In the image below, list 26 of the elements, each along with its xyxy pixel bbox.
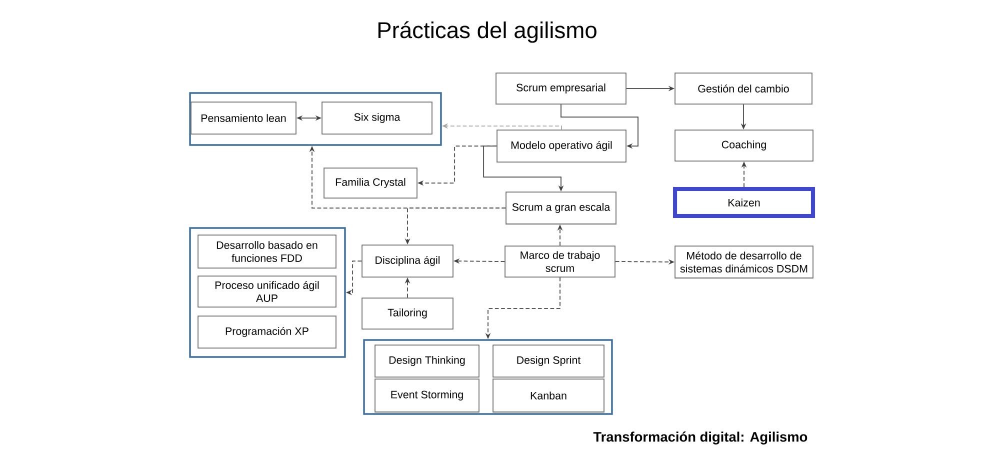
title: Prácticas del agilismo <box>378 21 596 43</box>
process-box: Pensamiento lean <box>190 102 296 134</box>
process-box: Programación XP <box>198 316 336 348</box>
process-box: Event Storming <box>374 378 480 412</box>
process-box: Desarrollo basado en funciones FDD <box>198 234 336 268</box>
process-box: Modelo operativo ágil <box>496 130 626 162</box>
process-box: Scrum empresarial <box>496 72 626 104</box>
process-box: Disciplina ágil <box>362 244 454 278</box>
process-box: Familia Crystal <box>324 168 418 198</box>
group-frame <box>189 227 346 358</box>
process-box: Six sigma <box>322 102 432 134</box>
process-box: Proceso unificado ágil AUP <box>198 276 336 308</box>
process-box: Coaching <box>674 130 814 162</box>
process-box: Scrum a gran escala <box>506 192 616 224</box>
group-frame <box>189 92 442 146</box>
process-box: Gestión del cambio <box>674 72 812 104</box>
highlighted-box: Kaizen <box>673 187 816 218</box>
process-box: Marco de trabajo scrum <box>504 246 616 278</box>
caption: Transformación digital: Agilismo <box>593 432 808 444</box>
process-box: Design Thinking <box>374 344 480 378</box>
arrow <box>560 104 638 149</box>
group-frame <box>363 339 613 415</box>
process-box: Método de desarrollo de sistemas dinámicos DSDM <box>674 246 814 278</box>
process-box: Design Sprint <box>492 344 604 378</box>
process-box: Kanban <box>492 378 604 412</box>
process-box: Tailoring <box>362 298 454 330</box>
